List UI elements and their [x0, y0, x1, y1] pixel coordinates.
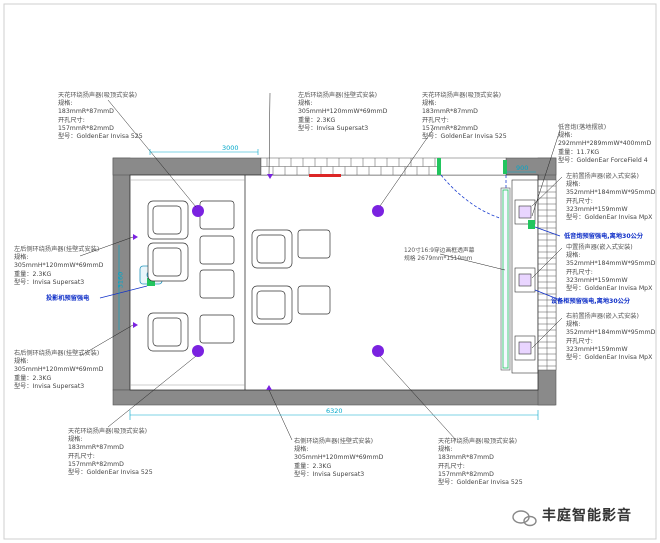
- wechat-icon: [512, 506, 538, 524]
- right-wall-speaker-label: 右侧环绕扬声器(挂壁式安装) 规格: 305mmH*120mmW*69mmD 重…: [294, 438, 384, 478]
- bottom-wall: [112, 389, 556, 406]
- right-acoustic-wall: [537, 179, 557, 371]
- dim-left-height: 3160: [116, 271, 125, 289]
- door-swing: [440, 174, 507, 221]
- projector-outlet: [147, 278, 155, 286]
- screen-label: 120寸16:9穿边画框透声幕 规格 2679mm*1510mm: [404, 248, 475, 262]
- dim-top-width: 3000: [222, 144, 239, 152]
- top-wall-left: [112, 157, 262, 176]
- ceiling-speaker-br-label: 天花环绕扬声器(吸顶式安装) 规格: 183mmR*87mmD 开孔尺寸: 15…: [438, 438, 523, 487]
- watermark-name: 丰庭智能影音: [542, 508, 632, 524]
- top-acoustic-wall: [260, 157, 440, 176]
- front-right-speaker-label: 右前置扬声器(嵌入式安装) 规格: 352mmH*184mmW*95mmD 开孔…: [566, 313, 656, 362]
- subwoofer-outlet: [528, 220, 535, 229]
- watermark-logo-icon: [512, 510, 537, 527]
- wall-speakers: [133, 174, 273, 390]
- projector-power-note: 投影机预留强电: [46, 295, 90, 302]
- power-leaders: [99, 226, 561, 301]
- screen-surface: [502, 189, 509, 369]
- ceiling-speakers: [192, 205, 384, 357]
- equipment-power-note: 设备柜预留强电,离地30公分: [551, 298, 631, 305]
- door-opening: [438, 157, 507, 176]
- room-interior: [129, 174, 539, 391]
- ceiling-speaker-tl-label: 天花环绕扬声器(吸顶式安装) 规格: 183mmR*87mmD 开孔尺寸: 15…: [58, 92, 143, 141]
- seats-row1: [147, 200, 235, 352]
- center-speaker-label: 中置扬声器(嵌入式安装) 规格: 352mmH*184mmW*95mmD 开孔尺…: [566, 244, 656, 293]
- left-rear-speaker-label: 左后环绕扬声器(挂壁式安装) 规格: 305mmH*120mmW*69mmD 重…: [298, 92, 388, 132]
- dim-bottom-width: 6320: [326, 407, 343, 415]
- top-wall-right: [505, 157, 557, 176]
- front-stage: [511, 179, 539, 374]
- right-rear-side-speaker-label: 右后侧环绕扬声器(挂壁式安装) 规格: 305mmH*120mmW*69mmD …: [14, 350, 104, 390]
- seats-row2: [251, 229, 331, 325]
- left-rear-side-speaker-label: 左后侧环绕扬声器(挂壁式安装) 规格: 305mmH*120mmW*69mmD …: [14, 246, 104, 286]
- front-left-speaker-label: 左前置扬声器(嵌入式安装) 规格: 352mmH*184mmW*95mmD 开孔…: [566, 173, 656, 222]
- door-frame-left: [437, 158, 441, 175]
- wall-strip: [309, 174, 341, 177]
- watermark: 丰庭智能影音: [512, 504, 632, 526]
- drawing-frame: [3, 3, 657, 540]
- subwoofer-label: 低音炮(落地摆放) 规格: 292mmH*289mmW*400mmD 重量：11…: [558, 124, 652, 164]
- door-frame-right: [503, 160, 507, 174]
- dimension-lines: [118, 149, 539, 420]
- screen-frame: [500, 187, 511, 371]
- ceiling-speaker-tr-label: 天花环绕扬声器(吸顶式安装) 规格: 183mmR*87mmD 开孔尺寸: 15…: [422, 92, 507, 141]
- dim-right-gap: 900: [516, 164, 529, 172]
- subwoofer-power-note: 低音炮预留强电,离地30公分: [564, 233, 644, 240]
- ceiling-speaker-bl-label: 天花环绕扬声器(吸顶式安装) 规格: 183mmR*87mmD 开孔尺寸: 15…: [68, 428, 153, 477]
- front-speakers: [514, 199, 536, 361]
